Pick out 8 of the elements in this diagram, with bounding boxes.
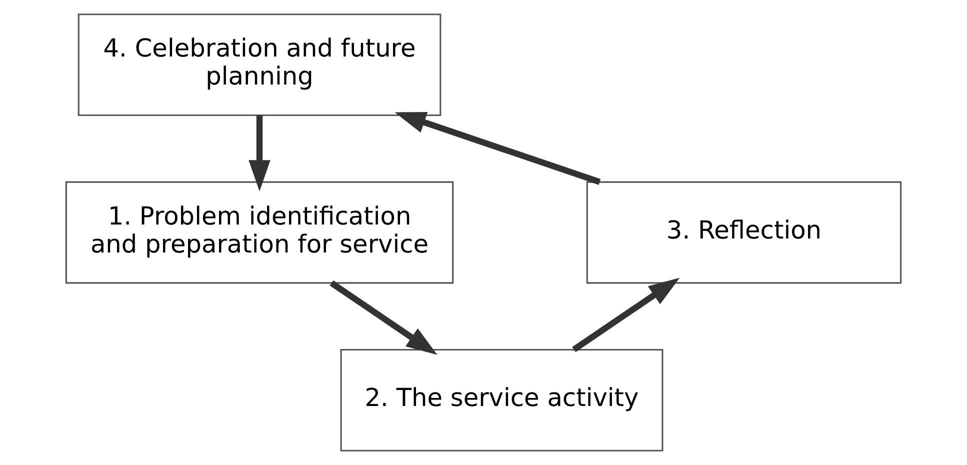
arrow (572, 278, 680, 352)
arrow (394, 112, 601, 185)
node-box: 1. Problem identification and preparation for service (65, 181, 454, 284)
node-box: 4. Celebration and future planning (78, 14, 442, 116)
node-box: 3. Reflection (586, 181, 902, 284)
arrow (248, 115, 270, 192)
node-box: 2. The service activity (340, 348, 664, 452)
arrow (330, 280, 438, 355)
